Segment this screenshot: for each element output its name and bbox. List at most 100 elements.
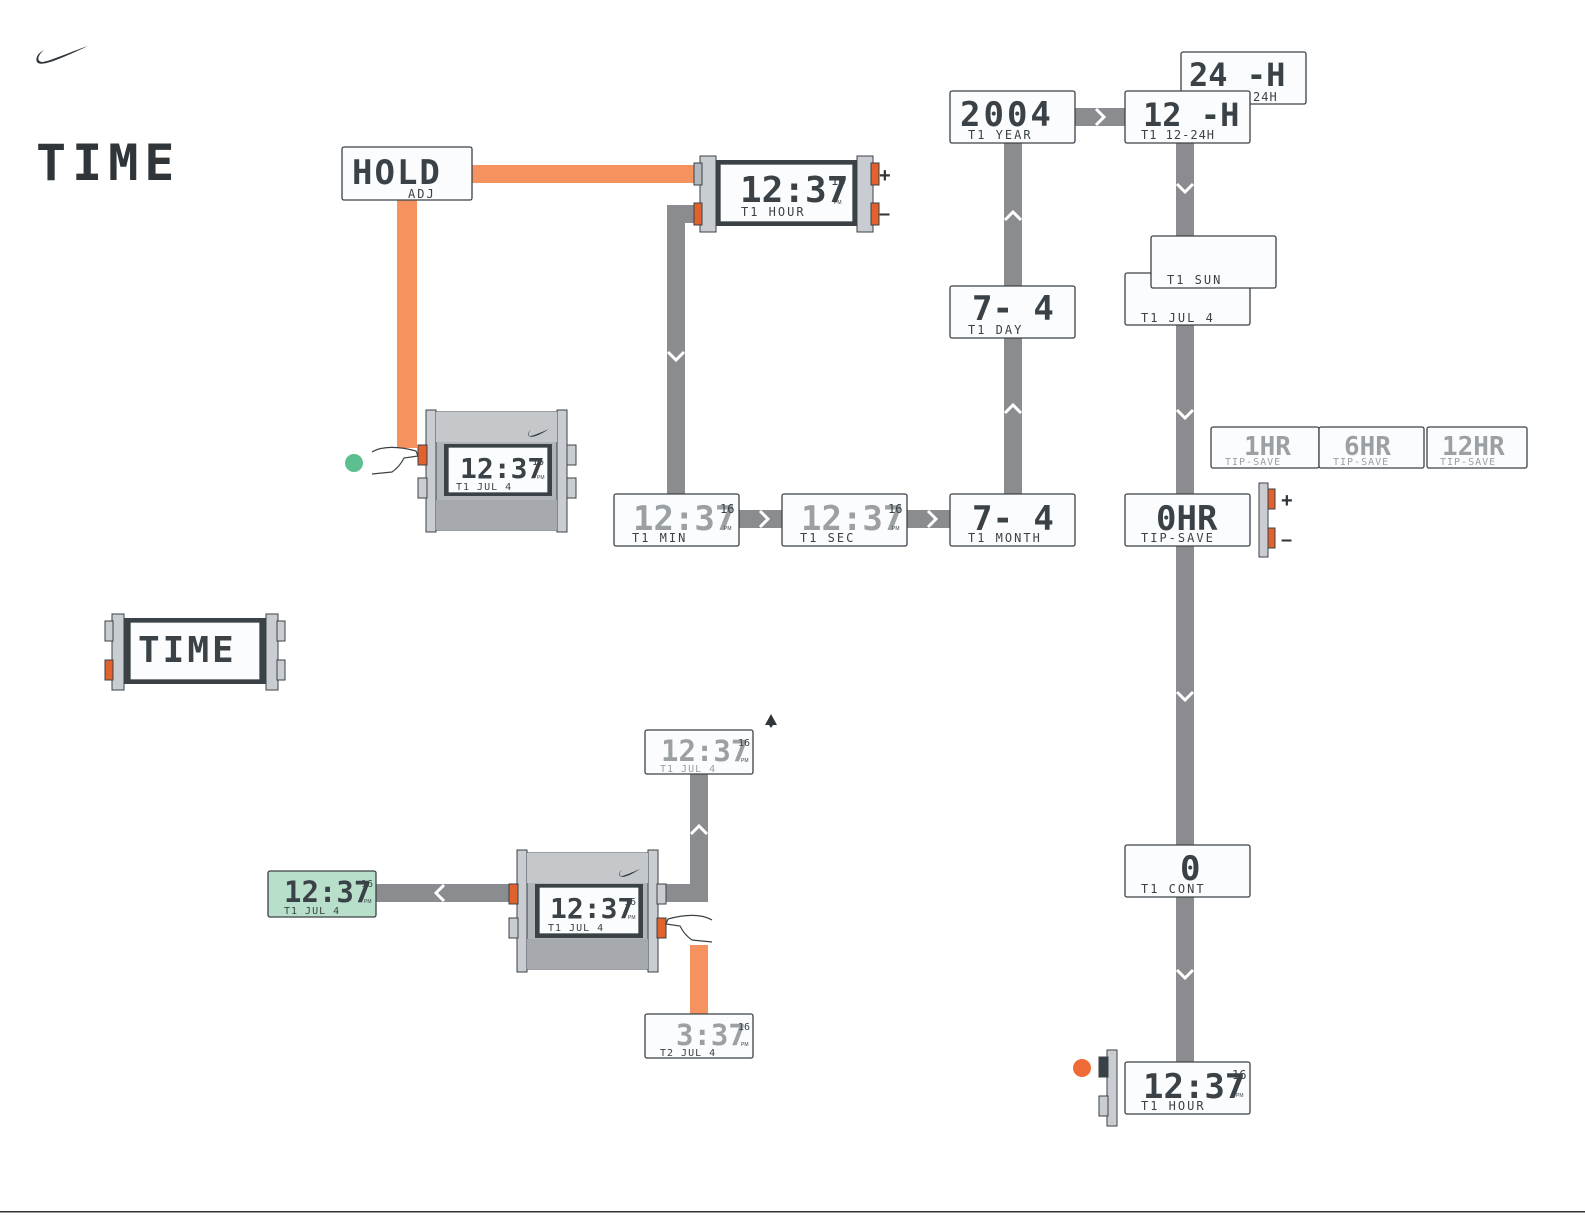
svg-text:16: 16 <box>888 502 902 516</box>
svg-text:TIME: TIME <box>138 630 237 671</box>
screen-sec: 12:37 16 PM T1 SEC <box>781 493 908 547</box>
screen-day: 7- 4 T1 DAY <box>949 285 1076 339</box>
svg-text:T1 JUL 4: T1 JUL 4 <box>456 482 512 493</box>
screen-sun: T1 SUN <box>1150 235 1277 289</box>
screen-12h: 12 -H T1 12-24H <box>1124 90 1251 144</box>
svg-text:12:37: 12:37 <box>661 734 748 768</box>
plus-label: + <box>879 165 891 187</box>
light-button[interactable] <box>508 883 519 905</box>
timezone-button[interactable] <box>656 917 667 939</box>
svg-text:16: 16 <box>532 457 544 468</box>
svg-text:12 -H: 12 -H <box>1143 96 1239 134</box>
start-indicator <box>345 454 363 472</box>
svg-text:PM: PM <box>834 200 842 206</box>
svg-text:PM: PM <box>741 1042 749 1048</box>
chevron-arrow-icon <box>666 350 686 363</box>
swoosh-logo <box>36 46 88 64</box>
svg-text:PM: PM <box>537 475 545 481</box>
screen-backlit: 12:37 16 PM T1 JUL 4 <box>267 870 377 918</box>
tip-buttons <box>1258 482 1276 558</box>
svg-text:12:37: 12:37 <box>460 452 544 485</box>
svg-text:PM: PM <box>724 526 732 532</box>
svg-text:ADJ: ADJ <box>408 187 436 201</box>
svg-text:PM: PM <box>364 899 372 905</box>
svg-text:6HR: 6HR <box>1344 432 1391 462</box>
svg-text:16: 16 <box>1232 1068 1246 1082</box>
alarm-button[interactable] <box>656 883 667 905</box>
chevron-arrow-icon <box>1175 408 1195 421</box>
plus-button[interactable] <box>1267 488 1276 510</box>
svg-text:T1 SUN: T1 SUN <box>1167 273 1222 287</box>
svg-text:T1 MONTH: T1 MONTH <box>968 531 1042 545</box>
svg-text:24 -H: 24 -H <box>1189 56 1285 94</box>
chevron-arrow-icon <box>1175 968 1195 981</box>
svg-text:T1 12-24H: T1 12-24H <box>1141 128 1215 142</box>
mode-button[interactable] <box>104 659 114 681</box>
screen-month: 7- 4 T1 MONTH <box>949 493 1076 547</box>
svg-text:3:37: 3:37 <box>676 1018 746 1052</box>
plus-button[interactable] <box>870 162 880 186</box>
svg-text:12:37: 12:37 <box>550 892 634 925</box>
svg-text:TIP-SAVE: TIP-SAVE <box>1440 457 1496 468</box>
chevron-arrow-icon <box>1175 182 1195 195</box>
svg-text:16: 16 <box>831 174 845 188</box>
screen-cont: 0 T1 CONT <box>1124 844 1251 898</box>
chevron-arrow-icon <box>758 509 771 529</box>
svg-text:T1 MIN: T1 MIN <box>632 531 687 545</box>
screen-year: 2004 T1 YEAR <box>949 90 1076 144</box>
svg-text:2004: 2004 <box>960 95 1054 135</box>
chevron-arrow-icon <box>1003 209 1023 222</box>
watch-bottom: 12:37 16 PM T1 JUL 4 <box>508 849 667 973</box>
watch-main: 12:37 16 PM T1 JUL 4 <box>417 409 577 533</box>
svg-text:0HR: 0HR <box>1156 499 1218 539</box>
minus-button[interactable] <box>693 202 703 226</box>
chevron-arrow-icon <box>926 509 939 529</box>
svg-text:16: 16 <box>361 879 373 890</box>
flow-chevrons <box>433 107 1195 981</box>
svg-text:T1 YEAR: T1 YEAR <box>968 128 1033 142</box>
screen-hold-adj: HOLD ADJ <box>341 146 473 201</box>
svg-text:T1 JUL 4: T1 JUL 4 <box>1141 311 1215 325</box>
exit-button[interactable] <box>1098 1056 1109 1078</box>
chevron-arrow-icon <box>1003 402 1023 415</box>
svg-text:T1 CONT: T1 CONT <box>1141 882 1206 896</box>
svg-text:T1 JUL 4: T1 JUL 4 <box>548 923 604 934</box>
hand-press-icon <box>665 914 713 943</box>
svg-text:16: 16 <box>624 897 636 908</box>
screen-t2-view: 3:37 16 PM T2 JUL 4 <box>644 1013 754 1059</box>
svg-text:HOLD: HOLD <box>352 153 442 193</box>
svg-text:24H: 24H <box>1253 90 1278 104</box>
screen-min: 12:37 16 PM T1 MIN <box>613 493 740 547</box>
svg-text:PM: PM <box>892 526 900 532</box>
time-mode-legend: TIME <box>104 613 286 691</box>
plus-label: + <box>1281 490 1293 512</box>
chevron-arrow-icon <box>1175 690 1195 703</box>
end-indicator <box>1073 1059 1091 1077</box>
svg-text:12HR: 12HR <box>1442 432 1505 462</box>
svg-text:T1 HOUR: T1 HOUR <box>741 205 806 219</box>
minus-button[interactable] <box>1267 527 1276 549</box>
svg-text:T1 DAY: T1 DAY <box>968 323 1023 337</box>
svg-text:1HR: 1HR <box>1244 432 1291 462</box>
adjust-button[interactable] <box>417 444 428 466</box>
svg-text:16: 16 <box>738 1022 750 1033</box>
svg-text:12:37: 12:37 <box>801 499 903 539</box>
svg-text:16: 16 <box>720 502 734 516</box>
screen-tip-1hr: 1HR TIP-SAVE <box>1210 426 1320 469</box>
svg-text:T1 JUL 4: T1 JUL 4 <box>284 906 340 917</box>
chevron-arrow-icon <box>433 883 446 903</box>
svg-text:T1 JUL 4: T1 JUL 4 <box>660 764 716 775</box>
svg-text:PM: PM <box>1236 1093 1244 1099</box>
svg-text:TIP-SAVE: TIP-SAVE <box>1333 457 1389 468</box>
alarm-bell-icon <box>765 714 777 728</box>
svg-text:PM: PM <box>628 915 636 921</box>
svg-text:PM: PM <box>741 758 749 764</box>
screen-hour-end: 12:37 16 PM T1 HOUR <box>1098 1049 1251 1127</box>
svg-text:T2 JUL 4: T2 JUL 4 <box>660 1048 716 1059</box>
svg-text:12:37: 12:37 <box>633 499 735 539</box>
svg-text:12:37: 12:37 <box>740 170 848 211</box>
svg-text:12:37: 12:37 <box>1143 1067 1245 1107</box>
svg-text:T1 SEC: T1 SEC <box>800 531 855 545</box>
screen-tip-12hr: 12HR TIP-SAVE <box>1426 426 1528 469</box>
